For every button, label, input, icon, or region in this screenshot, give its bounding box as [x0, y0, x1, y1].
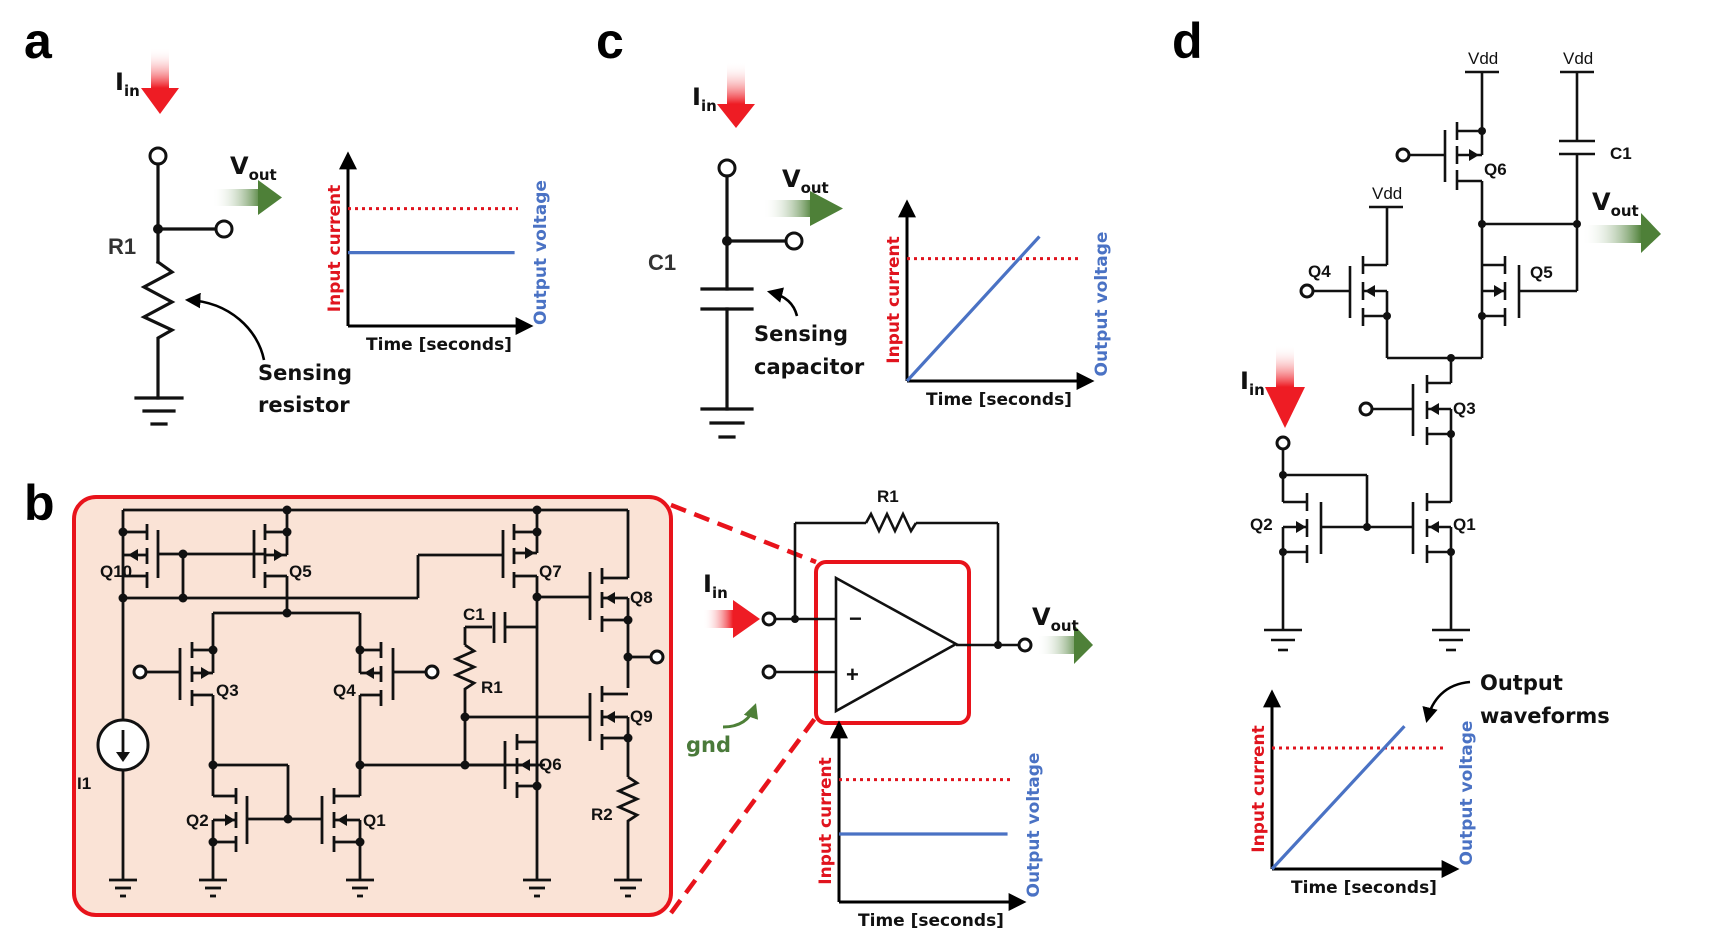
svg-text:Q7: Q7 [539, 562, 562, 581]
output-voltage-arrow [1582, 213, 1661, 253]
zoom-line-top [670, 502, 817, 565]
y-axis-label-right: Output voltage [1024, 753, 1044, 898]
annotation-line1: Output [1480, 671, 1563, 695]
output-voltage-series [905, 235, 1041, 383]
panel-d: d Vdd Q6 Vdd [1172, 13, 1661, 898]
panel-letter-c: c [596, 13, 624, 69]
svg-text:Q4: Q4 [1308, 262, 1331, 281]
output-voltage-arrow [1037, 625, 1093, 664]
input-current-label: Iin [115, 68, 140, 100]
opamp-symbol: − + R1 [761, 487, 1033, 725]
svg-text:Vdd: Vdd [1468, 49, 1498, 68]
y-axis-label-right: Output voltage [531, 180, 551, 325]
svg-text:Vdd: Vdd [1563, 49, 1593, 68]
svg-text:Q2: Q2 [1250, 515, 1273, 534]
annotation-arrow [766, 287, 799, 317]
panel-c: c Iin C1 Vout Sensing capacitor T [596, 13, 1112, 439]
input-current-arrow [717, 62, 755, 128]
waveform-chart-d: Time [seconds] Input current Output voltag… [1249, 689, 1477, 898]
annotation-arrow [184, 292, 266, 361]
svg-text:Q3: Q3 [1453, 399, 1476, 418]
svg-text:Q10: Q10 [100, 562, 132, 581]
inverting-input-sign: − [849, 606, 862, 631]
waveform-chart-a: Time [seconds] Input current Output voltag… [325, 151, 551, 355]
annotation-line2: waveforms [1480, 704, 1610, 728]
feedback-resistor-label: R1 [877, 487, 899, 506]
sensing-capacitor [700, 287, 754, 311]
y-axis-label-left: Input current [1249, 725, 1269, 852]
svg-text:Q2: Q2 [186, 811, 209, 830]
transistor-schematic-d: Vdd Q6 Vdd [1250, 49, 1632, 652]
input-current-label: Iin [703, 570, 728, 602]
output-voltage-arrow [763, 191, 843, 226]
x-axis-label: Time [seconds] [926, 390, 1072, 410]
input-terminal [717, 158, 737, 178]
x-axis-label: Time [seconds] [858, 911, 1004, 931]
opamp-highlight-box [814, 560, 971, 725]
svg-text:C1: C1 [1610, 144, 1632, 163]
input-current-label: Iin [692, 83, 717, 115]
ground-symbol [700, 407, 754, 439]
svg-text:Q4: Q4 [333, 681, 356, 700]
y-axis-label-right: Output voltage [1457, 721, 1477, 866]
y-axis-label-left: Input current [816, 757, 836, 884]
output-voltage-label: Vout [782, 165, 829, 197]
svg-text:Q1: Q1 [1453, 515, 1476, 534]
svg-text:R2: R2 [591, 805, 613, 824]
annotation-line2: resistor [258, 393, 350, 417]
svg-text:I1: I1 [77, 774, 91, 793]
svg-text:Q5: Q5 [289, 562, 312, 581]
panel-letter-b: b [24, 475, 55, 531]
panel-letter-d: d [1172, 13, 1203, 69]
output-terminal [214, 219, 234, 239]
input-current-arrow [1265, 345, 1305, 428]
svg-text:Q6: Q6 [539, 755, 562, 774]
svg-text:Q8: Q8 [630, 588, 653, 607]
svg-text:C1: C1 [463, 605, 485, 624]
zoom-line-bottom [669, 715, 818, 915]
svg-text:Q9: Q9 [630, 707, 653, 726]
input-current-arrow [141, 48, 179, 114]
y-axis-label-right: Output voltage [1092, 232, 1112, 377]
x-axis-label: Time [seconds] [1291, 878, 1437, 898]
input-current-arrow [703, 600, 760, 638]
waveform-chart-b: Time [seconds] Input current Output voltag… [816, 720, 1044, 931]
y-axis-label-left: Input current [325, 185, 345, 312]
panel-letter-a: a [24, 13, 53, 69]
component-label-r1: R1 [108, 234, 136, 259]
input-terminal [148, 146, 168, 166]
opamp-internal-box [72, 495, 673, 917]
annotation-line1: Sensing [258, 361, 352, 385]
svg-text:Vdd: Vdd [1372, 184, 1402, 203]
output-terminal [784, 231, 804, 251]
input-current-label: Iin [1240, 367, 1265, 399]
output-voltage-label: Vout [230, 152, 277, 184]
output-voltage-label: Vout [1032, 603, 1079, 635]
output-voltage-arrow [212, 180, 282, 215]
panel-a: a Iin R1 Vout Sensing resistor T [24, 13, 551, 426]
output-voltage-label: Vout [1592, 188, 1639, 220]
svg-text:R1: R1 [481, 678, 503, 697]
noninverting-input-sign: + [846, 662, 859, 687]
annotation-line2: capacitor [754, 355, 865, 379]
component-label-c1: C1 [648, 250, 676, 275]
y-axis-label-left: Input current [884, 236, 904, 363]
sensing-resistor [140, 259, 176, 400]
gnd-arrow [722, 703, 759, 729]
gnd-label: gnd [686, 733, 731, 757]
panel-b: b Q10 [24, 475, 1093, 931]
waveform-chart-c: Time [seconds] Input current Output voltag… [884, 199, 1112, 410]
svg-text:Q3: Q3 [216, 681, 239, 700]
ground-symbol [134, 396, 184, 426]
output-voltage-series [1270, 725, 1406, 871]
svg-text:Q6: Q6 [1484, 160, 1507, 179]
opamp-transistor-schematic: Q10 Q5 [77, 505, 665, 898]
x-axis-label: Time [seconds] [366, 335, 512, 355]
svg-text:Q1: Q1 [363, 811, 386, 830]
annotation-line1: Sensing [754, 322, 848, 346]
svg-text:Q5: Q5 [1530, 263, 1553, 282]
annotation-arrow [1422, 680, 1471, 724]
